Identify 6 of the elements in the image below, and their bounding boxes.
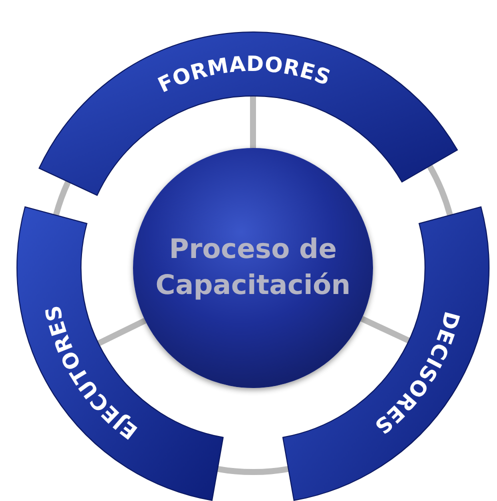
center-title: Proceso de Capacitación (154, 232, 352, 303)
connector-line (53, 180, 71, 216)
connector-line (427, 164, 453, 216)
arc-segment (38, 32, 458, 196)
connector-line (217, 466, 289, 475)
connector-line (250, 96, 256, 148)
